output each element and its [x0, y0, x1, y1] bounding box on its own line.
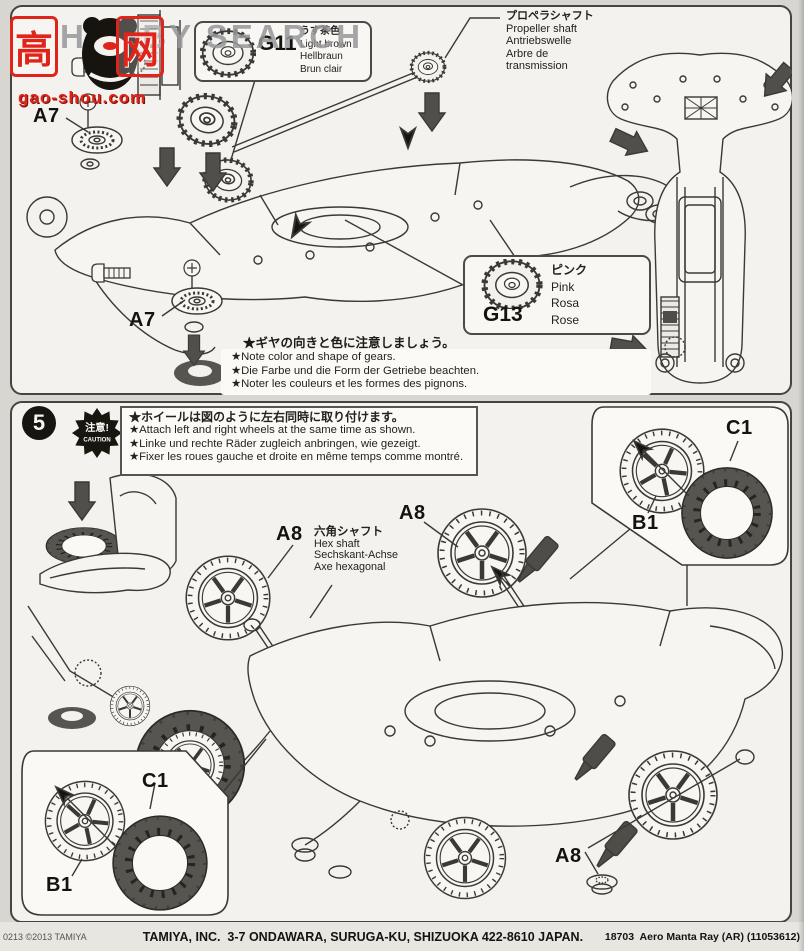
footer-kit-number: 18703 Aero Manta Ray (AR) (11053612) — [604, 930, 800, 943]
caution-text-en: CAUTION — [83, 437, 110, 443]
hex-shaft-label: 六角シャフト Hex shaft Sechskant-Achse Axe hex… — [314, 526, 399, 573]
part-label-c1-topright: C1 — [726, 417, 753, 439]
part-label-a8-left: A8 — [276, 523, 303, 545]
watermark-kanji-left: 高 — [10, 16, 59, 77]
part-label-a8-bottom: A8 — [555, 845, 582, 867]
footer-copyright: 0213 ©2013 TAMIYA — [3, 931, 87, 942]
caution-star-icon: 注意! CAUTION — [72, 408, 122, 458]
g11-color-text: うす茶色 Light brown Hellbraun Brun clair — [300, 26, 352, 75]
propeller-shaft-label: プロペラシャフト Propeller shaft Antriebswelle A… — [506, 10, 594, 72]
step-number-badge: 5 — [22, 406, 56, 440]
footer: 0213 ©2013 TAMIYA TAMIYA, INC. 3-7 ONDAW… — [0, 922, 804, 951]
watermark-kanji-right: 网 — [116, 16, 165, 77]
part-label-b1-bottomleft: B1 — [46, 874, 73, 896]
g13-gear-icon — [479, 259, 545, 309]
g13-color-text: ピンク Pink Rosa Rose — [551, 263, 588, 327]
watermark-url: gao-shou.com — [18, 88, 147, 107]
gear-note-ja: ★ギヤの向きと色に注意しましょう。 — [243, 336, 455, 350]
step5-panel — [10, 401, 792, 923]
g11-code: G11 — [258, 32, 297, 55]
g13-code: G13 — [483, 303, 523, 326]
wheel-attach-notes: ★ホイールは図のように左右同時に取り付けます。 ★Attach left and… — [120, 406, 478, 476]
scan-edge-shadow — [798, 0, 804, 951]
g11-gear-callout: G11 うす茶色 Light brown Hellbraun Brun clai… — [194, 21, 372, 82]
part-label-b1-topright: B1 — [632, 512, 659, 534]
part-label-a7-upper: A7 — [33, 105, 60, 127]
caution-text-ja: 注意! — [85, 421, 109, 434]
part-label-c1-bottomleft: C1 — [142, 770, 169, 792]
watermark: HOBBY SEARCH 高 网 gao-shou.com — [4, 4, 484, 114]
gear-note-bar: ★Note color and shape of gears. ★Die Far… — [221, 349, 651, 395]
g13-gear-callout: G13 ピンク Pink Rosa Rose — [463, 255, 651, 335]
part-label-a7-lower: A7 — [129, 309, 156, 331]
caution-badge: 注意! CAUTION — [72, 408, 122, 458]
footer-address: TAMIYA, INC. 3-7 ONDAWARA, SURUGA-KU, SH… — [142, 929, 584, 944]
part-label-a8-top: A8 — [399, 502, 426, 524]
